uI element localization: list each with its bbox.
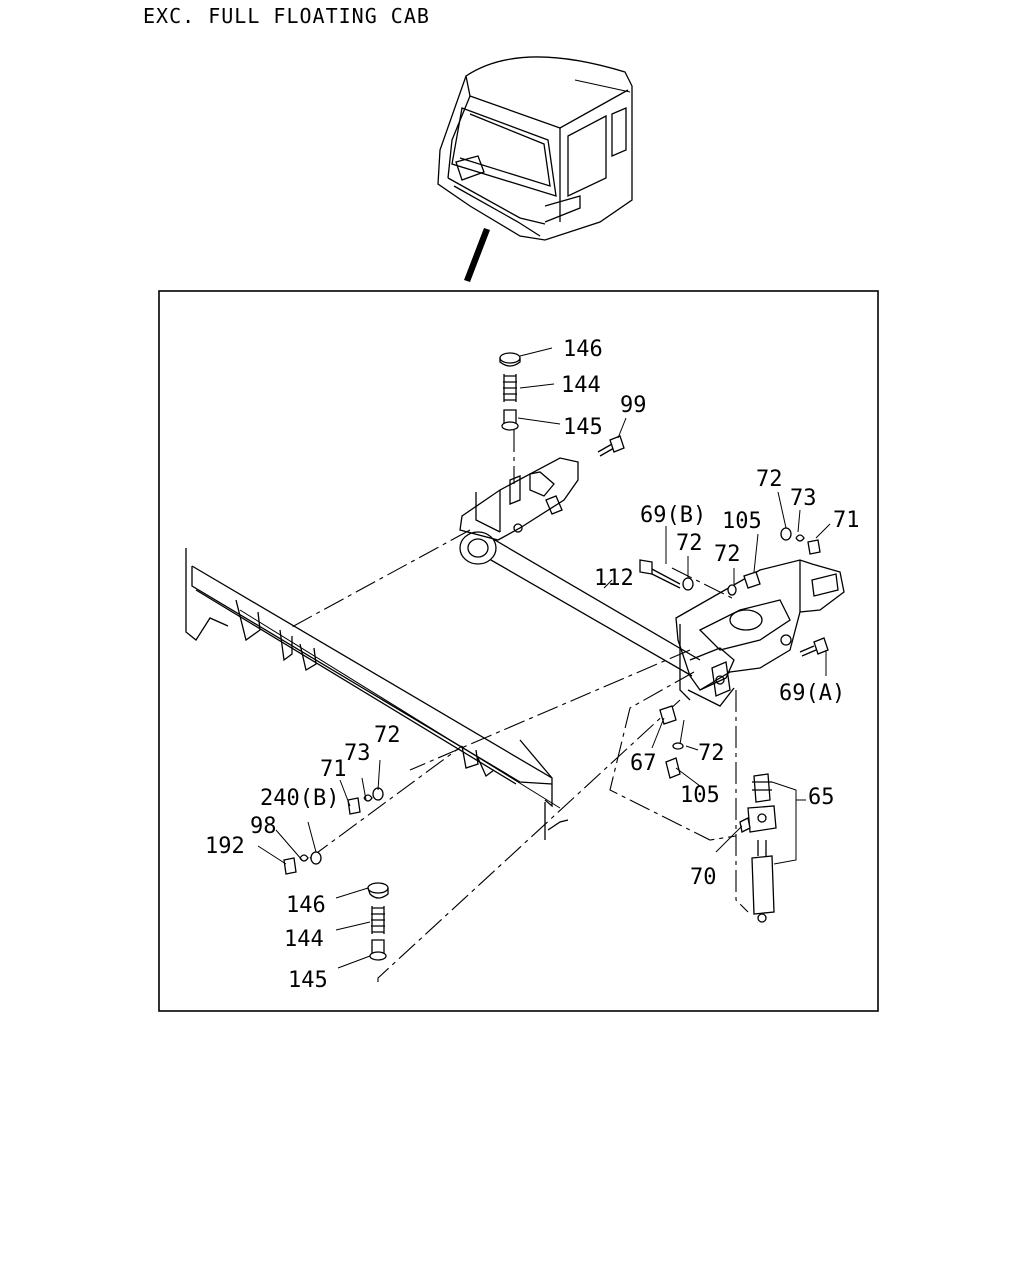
leader-lines	[257, 347, 831, 969]
callout-72-upper-a: 72	[676, 531, 703, 556]
callout-73-right-top: 73	[790, 486, 817, 511]
callout-65: 65	[808, 785, 835, 810]
callout-144-bottom: 144	[284, 927, 324, 952]
callout-69a: 69(A)	[779, 681, 845, 706]
callout-105-upper: 105	[722, 509, 762, 534]
callout-71-left: 71	[320, 757, 347, 782]
callout-145-bottom: 145	[288, 968, 328, 993]
spring-stack-top	[499, 352, 521, 431]
callout-146-bottom: 146	[286, 893, 326, 918]
callout-71-right-top: 71	[833, 508, 860, 533]
callout-192: 192	[205, 834, 245, 859]
callout-72-upper-b: 72	[714, 542, 741, 567]
callout-99: 99	[620, 393, 647, 418]
callout-145-top: 145	[563, 415, 603, 440]
callout-72-right-top: 72	[756, 467, 783, 492]
right-bracket	[675, 559, 845, 707]
callout-70: 70	[690, 865, 717, 890]
spring-stack-bottom	[367, 882, 389, 961]
left-bracket	[459, 457, 579, 541]
callout-69b: 69(B)	[640, 503, 706, 528]
cab-illustration	[437, 56, 633, 282]
callout-240b: 240(B)	[260, 786, 339, 811]
callout-105-lower: 105	[680, 783, 720, 808]
callout-67: 67	[630, 751, 657, 776]
callout-73-left: 73	[344, 741, 371, 766]
callout-98: 98	[250, 814, 277, 839]
guide-lines	[289, 430, 749, 982]
callout-72-left: 72	[374, 723, 401, 748]
shock-absorber	[739, 773, 777, 923]
callout-144-top: 144	[561, 373, 601, 398]
callout-labels: 146 144 145 99 72 73 71 105 69(B) 72 72 …	[205, 337, 860, 993]
detail-frame	[158, 290, 879, 1012]
chassis-frame	[185, 548, 569, 840]
cross-tube	[459, 531, 701, 677]
page-title: EXC. FULL FLOATING CAB	[143, 4, 430, 28]
callout-72-lower: 72	[698, 741, 725, 766]
callout-112: 112	[594, 566, 634, 591]
callout-146-top: 146	[563, 337, 603, 362]
fasteners	[283, 435, 829, 875]
